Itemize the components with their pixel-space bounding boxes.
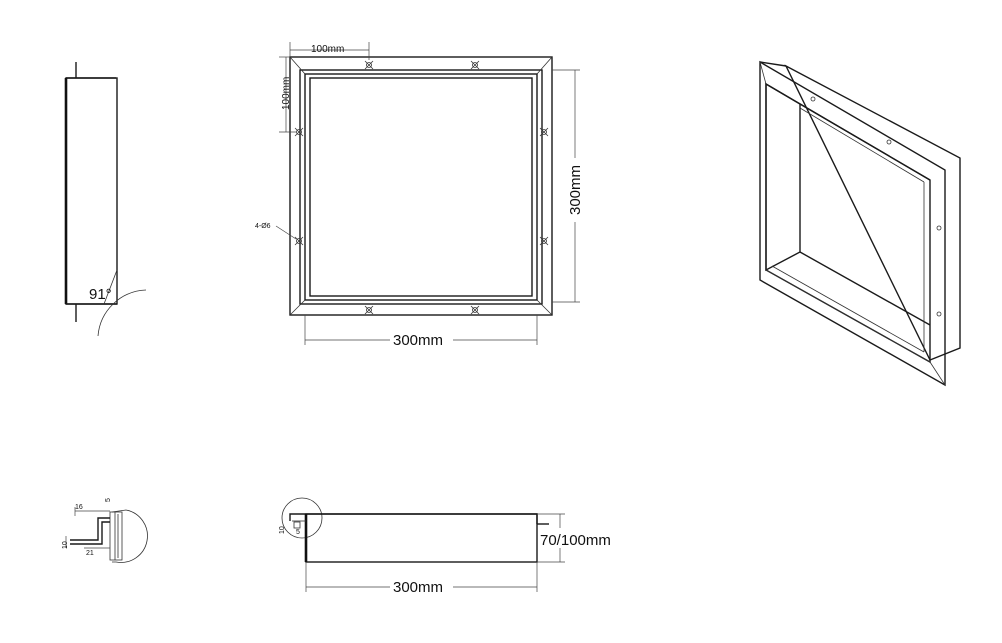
bottom-view: 10 5 70/100mm 300mm xyxy=(279,497,611,596)
mounting-hole xyxy=(294,236,304,246)
detail-5-label: 5 xyxy=(105,498,112,502)
detail-10-label: 10 xyxy=(62,541,69,549)
mounting-hole xyxy=(294,127,304,137)
detail-callout-5: 5 xyxy=(296,529,300,536)
iso-hole xyxy=(886,139,892,145)
mounting-hole xyxy=(539,127,549,137)
isometric-view xyxy=(759,60,961,387)
iso-hole xyxy=(936,225,942,231)
detail-view: 16 21 10 5 xyxy=(62,498,148,563)
angle-label: 91° xyxy=(89,286,112,303)
detail-callout-circle xyxy=(281,497,323,539)
mounting-hole xyxy=(364,305,374,315)
hole-spec-label: 4-Ø6 xyxy=(255,223,271,230)
iso-hole xyxy=(810,96,816,102)
front-height-label: 300mm xyxy=(567,165,584,215)
detail-16-label: 16 xyxy=(75,504,83,511)
depth-label: 70/100mm xyxy=(540,532,611,549)
left-height-label: 100mm xyxy=(281,77,292,110)
mounting-hole xyxy=(470,305,480,315)
detail-21-label: 21 xyxy=(86,550,94,557)
top-width-label: 100mm xyxy=(311,44,344,55)
front-width-label: 300mm xyxy=(393,332,443,349)
front-view: 100mm 100mm 4-Ø6 300mm 300mm xyxy=(255,42,584,349)
bottom-width-label: 300mm xyxy=(393,579,443,596)
iso-hole xyxy=(936,311,942,317)
mounting-hole xyxy=(364,60,374,70)
detail-callout-10: 10 xyxy=(279,526,286,534)
side-view: 91° xyxy=(64,62,147,337)
mounting-hole xyxy=(539,236,549,246)
mounting-hole xyxy=(470,60,480,70)
